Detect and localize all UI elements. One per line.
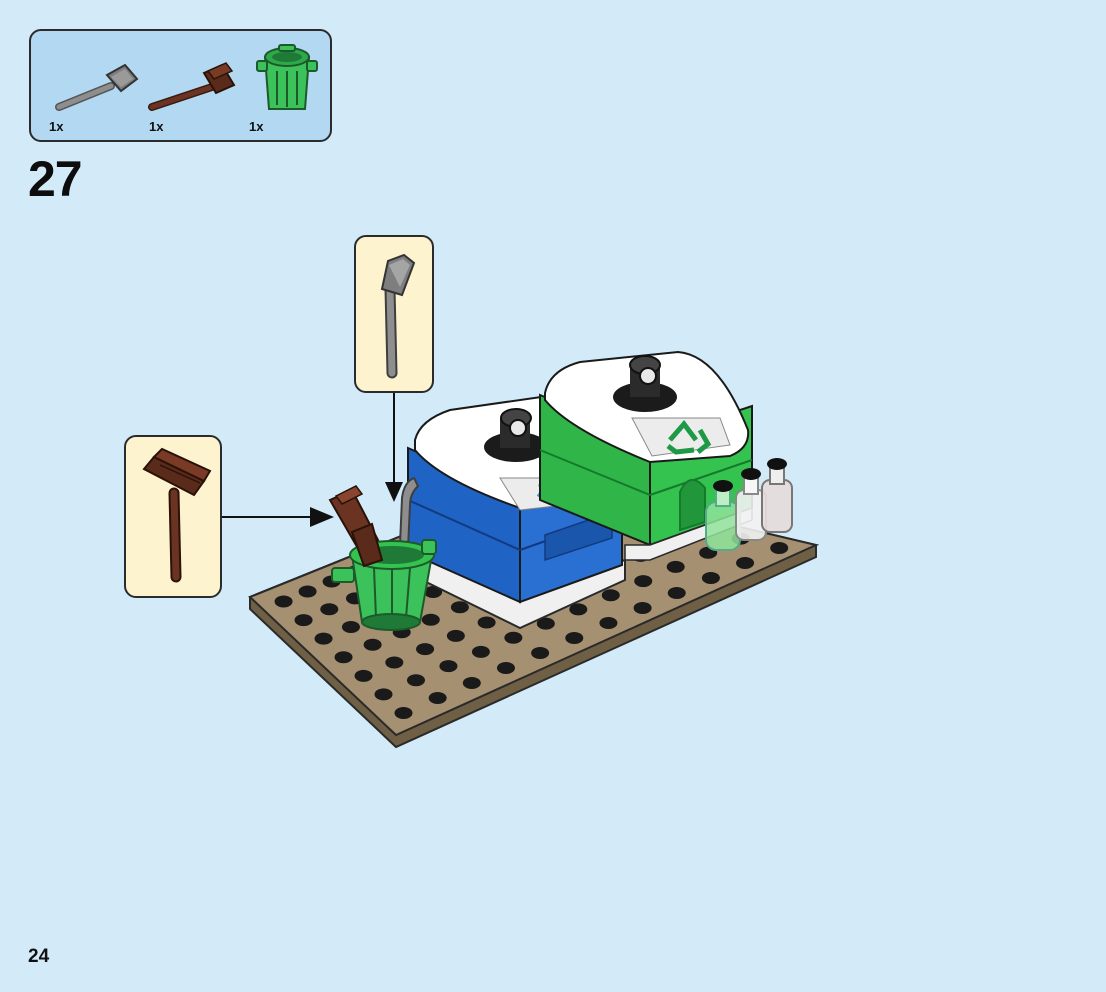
arrows	[222, 393, 403, 527]
broom-icon	[148, 62, 236, 111]
callout-shovel	[354, 235, 434, 393]
stud	[666, 560, 685, 573]
stud	[736, 557, 755, 569]
stud	[601, 589, 620, 602]
stud	[394, 707, 413, 719]
stud	[424, 586, 443, 598]
stud	[374, 688, 393, 701]
bottles	[705, 458, 793, 551]
part-quantity: 1x	[149, 119, 164, 134]
stud	[294, 614, 313, 627]
stud	[298, 585, 317, 598]
stud	[450, 601, 469, 614]
stud	[565, 632, 584, 644]
trash-can-with-tools	[328, 476, 437, 631]
stud	[770, 542, 789, 554]
stud	[406, 674, 425, 687]
step-number: 27	[28, 151, 83, 207]
part-broom: 1x	[142, 31, 242, 141]
page-number: 24	[28, 946, 50, 967]
trash-can-icon	[256, 44, 318, 110]
stud	[446, 629, 465, 642]
stud	[477, 616, 496, 629]
recycle-symbol-green	[666, 420, 712, 455]
stud	[667, 587, 686, 599]
stud	[504, 631, 523, 644]
stud	[416, 643, 435, 656]
shovel-icon	[380, 253, 416, 379]
stud	[701, 572, 720, 584]
stud	[569, 603, 588, 616]
stud	[496, 662, 515, 674]
callout-broom	[124, 435, 222, 598]
stud	[314, 632, 333, 645]
stud	[439, 660, 458, 673]
shovel-icon	[55, 63, 139, 111]
stud	[634, 575, 653, 588]
stud	[536, 617, 555, 630]
stud	[428, 692, 447, 704]
parts-list: 1x 1x 1x	[29, 29, 332, 142]
broom-icon	[142, 447, 212, 583]
stud	[421, 613, 440, 626]
arrow-right-icon	[310, 507, 334, 527]
part-shovel: 1x	[41, 31, 141, 141]
stud	[363, 638, 382, 651]
stud	[334, 651, 353, 664]
stud	[599, 617, 618, 629]
stud	[385, 656, 404, 669]
stud	[471, 645, 490, 658]
arrow-down-icon	[385, 482, 403, 502]
stud	[462, 677, 481, 689]
part-trash-can: 1x	[243, 31, 343, 141]
recycling-bin-green	[539, 350, 753, 561]
part-quantity: 1x	[49, 119, 64, 134]
stud	[320, 603, 339, 616]
stud	[341, 621, 360, 633]
stud	[531, 647, 550, 659]
stud	[354, 669, 373, 682]
stud	[274, 595, 293, 608]
stud	[633, 602, 652, 614]
part-quantity: 1x	[249, 119, 264, 134]
